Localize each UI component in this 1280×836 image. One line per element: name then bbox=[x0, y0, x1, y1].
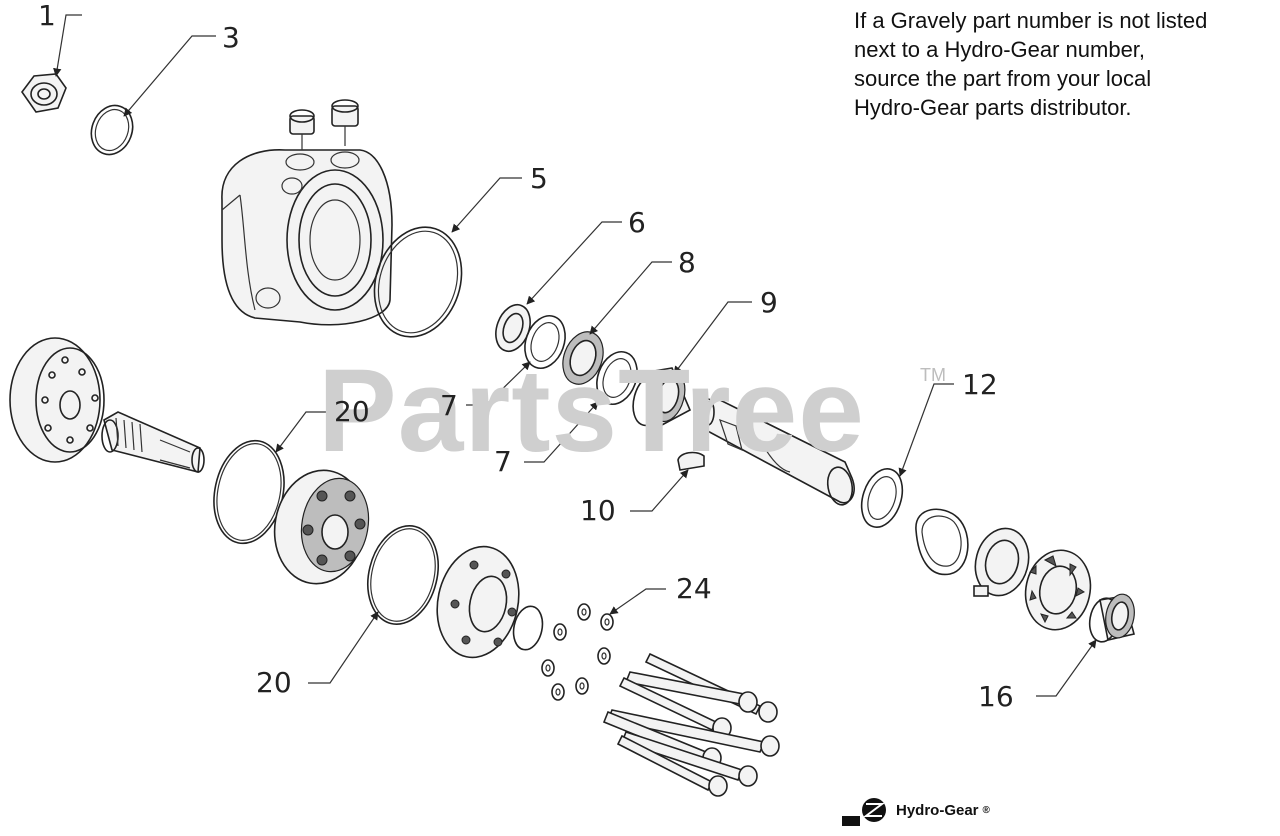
part-9-needle-bearing bbox=[632, 367, 692, 428]
brand-registered-mark: ® bbox=[982, 805, 990, 816]
note-line-2: next to a Hydro-Gear number, bbox=[854, 37, 1146, 62]
part-shaft bbox=[699, 397, 855, 506]
part-splined-coupler bbox=[1024, 549, 1092, 631]
part-7-washer-a bbox=[524, 315, 566, 369]
hydro-gear-logo-mark bbox=[842, 798, 886, 826]
callout-1: 1 bbox=[38, 0, 56, 32]
note-line-4: Hydro-Gear parts distributor. bbox=[854, 95, 1132, 120]
callout-6: 6 bbox=[628, 206, 646, 239]
note-line-1: If a Gravely part number is not listed bbox=[854, 8, 1208, 33]
callout-20b: 20 bbox=[256, 666, 292, 699]
part-3-o-ring bbox=[90, 104, 134, 156]
callout-20a: 20 bbox=[334, 395, 370, 428]
part-cap bbox=[973, 527, 1030, 597]
callout-9: 9 bbox=[760, 286, 778, 319]
part-6-seal bbox=[495, 303, 531, 353]
watermark-text: PartsTree bbox=[318, 345, 865, 477]
part-1-nut bbox=[21, 73, 67, 113]
callout-7b: 7 bbox=[494, 445, 512, 478]
part-small-disc bbox=[512, 605, 544, 651]
part-housing bbox=[221, 99, 393, 326]
part-16-bearing bbox=[1088, 593, 1135, 643]
sourcing-note: If a Gravely part number is not listed n… bbox=[854, 6, 1274, 122]
leader-lines bbox=[53, 14, 1097, 697]
part-bolts bbox=[602, 652, 780, 797]
callout-8: 8 bbox=[678, 246, 696, 279]
part-5-o-ring bbox=[373, 226, 463, 338]
part-plate bbox=[436, 545, 520, 659]
part-7-washer-b bbox=[596, 351, 638, 405]
callout-24: 24 bbox=[676, 572, 712, 605]
part-10-key bbox=[677, 451, 705, 471]
part-spline-shaft bbox=[101, 411, 205, 474]
watermark-trademark: TM bbox=[920, 365, 946, 385]
callout-5: 5 bbox=[530, 162, 548, 195]
part-square-ring bbox=[915, 508, 969, 576]
note-line-3: source the part from your local bbox=[854, 66, 1152, 91]
part-20-o-ring-b bbox=[367, 524, 439, 626]
callout-12: 12 bbox=[962, 368, 998, 401]
hydro-gear-brand: Hydro-Gear® bbox=[892, 802, 990, 819]
callout-3: 3 bbox=[222, 21, 240, 54]
part-end-cap bbox=[9, 337, 105, 463]
callout-10: 10 bbox=[580, 494, 616, 527]
callout-16: 16 bbox=[978, 680, 1014, 713]
brand-name: Hydro-Gear bbox=[896, 802, 979, 819]
part-24-washers bbox=[541, 603, 614, 701]
callout-7a: 7 bbox=[440, 389, 458, 422]
part-rotor bbox=[273, 469, 370, 585]
part-12-washer bbox=[860, 468, 904, 528]
